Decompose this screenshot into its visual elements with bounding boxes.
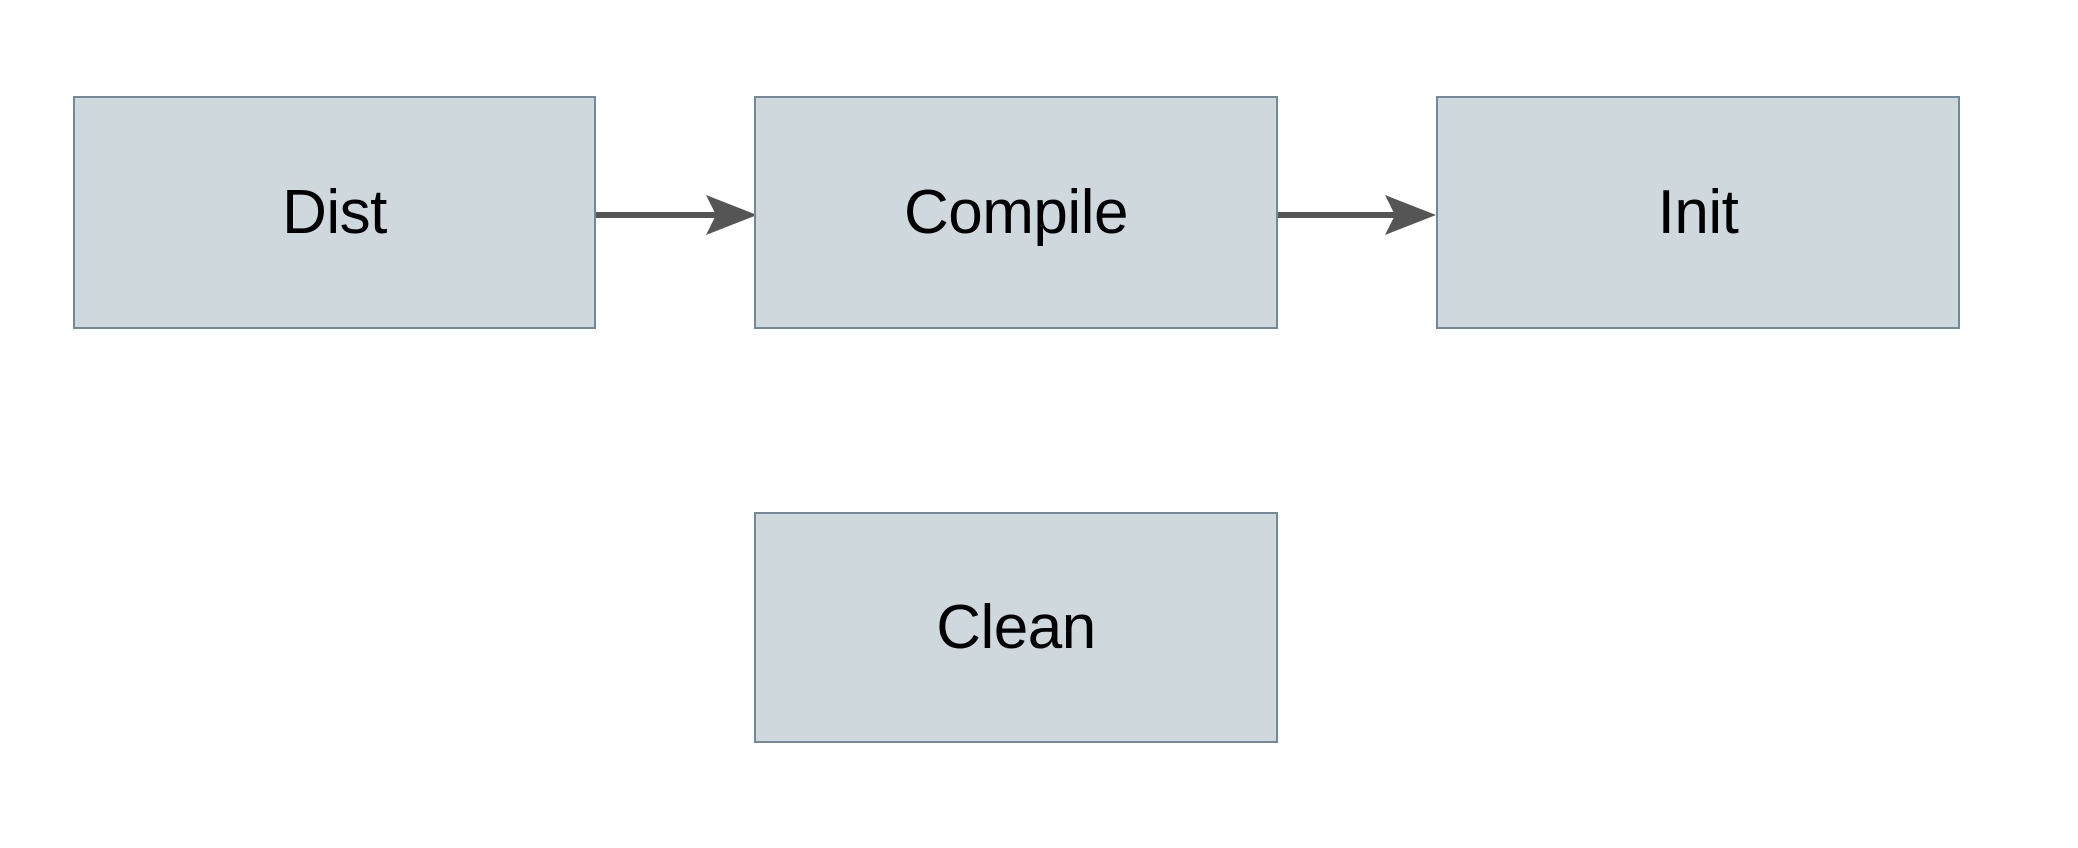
node-dist-label: Dist [282, 177, 387, 247]
arrowhead-icon [1385, 195, 1436, 235]
node-init-label: Init [1657, 177, 1739, 247]
node-compile[interactable]: Compile [754, 96, 1278, 329]
node-init[interactable]: Init [1436, 96, 1960, 329]
edge-compile-to-init[interactable] [1278, 195, 1436, 235]
node-clean[interactable]: Clean [754, 512, 1278, 743]
node-compile-label: Compile [904, 177, 1128, 247]
node-dist[interactable]: Dist [73, 96, 596, 329]
arrowhead-icon [706, 195, 757, 235]
edge-dist-to-compile[interactable] [596, 195, 757, 235]
node-clean-label: Clean [936, 592, 1096, 662]
